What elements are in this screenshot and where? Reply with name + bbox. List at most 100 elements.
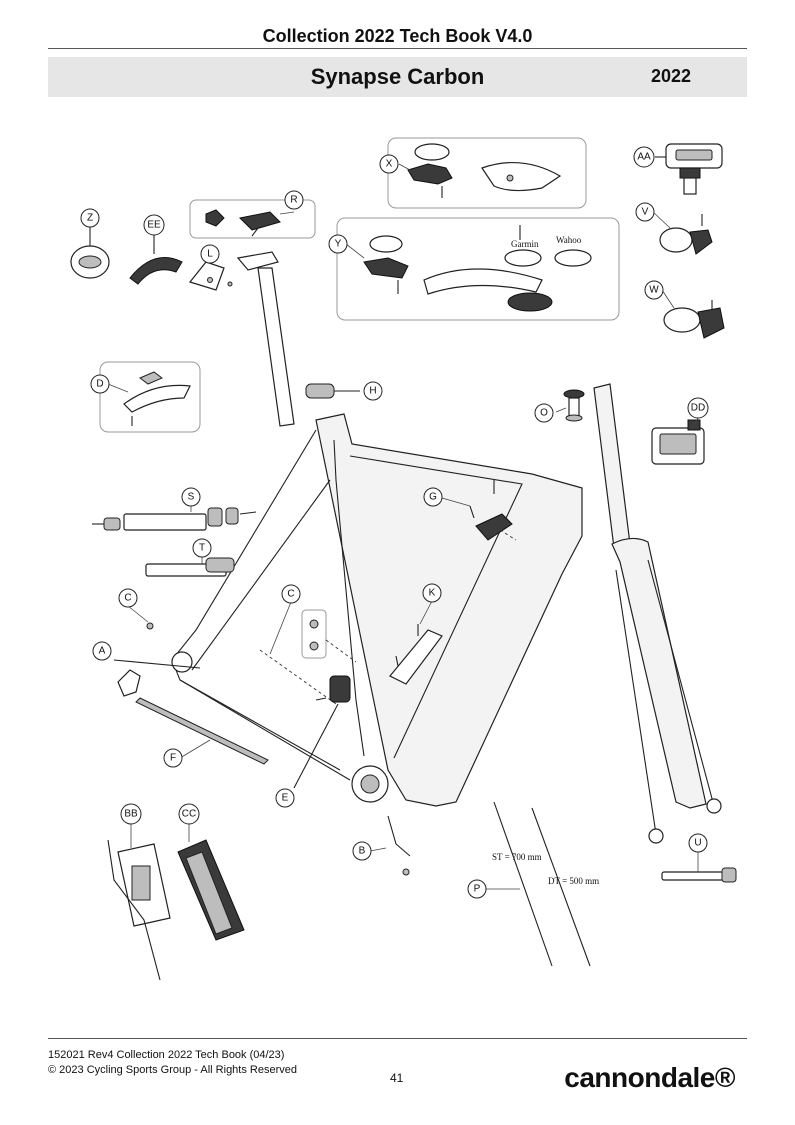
footer-copyright: © 2023 Cycling Sports Group - All Rights…: [48, 1064, 297, 1076]
group-box-d: [99, 361, 201, 433]
callout-y: Y: [328, 234, 348, 254]
svg-text:AA: AA: [637, 152, 651, 163]
callout-bb: BB: [120, 803, 142, 825]
svg-text:W: W: [649, 285, 659, 296]
svg-text:R: R: [290, 195, 297, 206]
part-l-bracket: [188, 261, 233, 291]
callout-t: T: [192, 538, 212, 558]
svg-text:S: S: [188, 492, 195, 503]
part-aa-light: [655, 143, 723, 195]
part-dd-mount: [651, 419, 705, 465]
frame-drawing: [171, 413, 583, 807]
dt-length-label: DT = 500 mm: [548, 876, 599, 886]
svg-text:F: F: [170, 753, 176, 764]
part-d-dropout: [123, 371, 191, 426]
footer-divider: [48, 1038, 747, 1039]
callout-z: Z: [80, 208, 100, 228]
svg-text:K: K: [429, 588, 436, 599]
svg-text:G: G: [429, 492, 437, 503]
callout-u: U: [688, 833, 708, 853]
part-b-guide: [387, 815, 411, 876]
part-h-plug: [305, 383, 360, 399]
callout-s: S: [181, 487, 201, 507]
leader-lines: [107, 163, 699, 890]
garmin-label: Garmin: [511, 239, 539, 249]
svg-text:U: U: [694, 838, 701, 849]
svg-text:Y: Y: [335, 239, 342, 250]
svg-text:C: C: [124, 593, 131, 604]
part-x-mount: [407, 143, 562, 198]
part-o-headset: [563, 389, 585, 422]
part-cc-battery: [177, 839, 245, 941]
part-y-outfront: Garmin Wahoo: [363, 225, 592, 312]
callout-cc: CC: [178, 803, 200, 825]
part-r-hardware: [205, 209, 281, 237]
callout-h: H: [363, 381, 383, 401]
svg-text:A: A: [99, 646, 106, 657]
svg-text:H: H: [369, 386, 376, 397]
callout-e: E: [275, 788, 295, 808]
brand-logo: cannondale®: [564, 1062, 735, 1093]
part-ee-mount: [129, 232, 183, 285]
header-divider: [48, 48, 747, 49]
st-length-label: ST = 700 mm: [492, 852, 542, 862]
svg-text:V: V: [642, 207, 649, 218]
part-e-cover: [293, 675, 351, 789]
footer-document-id: 152021 Rev4 Collection 2022 Tech Book (0…: [48, 1049, 285, 1061]
callout-x: X: [379, 154, 399, 174]
callout-r: R: [284, 190, 304, 210]
callout-ee: EE: [143, 214, 165, 236]
model-year: 2022: [650, 66, 691, 86]
fork-drawing: [593, 383, 722, 844]
svg-text:D: D: [96, 379, 103, 390]
wahoo-label: Wahoo: [556, 235, 582, 245]
callout-f: F: [163, 748, 183, 768]
callout-l: L: [200, 244, 220, 264]
callout-a: A: [92, 641, 112, 661]
document-title: Collection 2022 Tech Book V4.0: [262, 26, 533, 46]
svg-text:CC: CC: [182, 809, 196, 820]
group-box-r: [189, 199, 316, 239]
svg-text:DD: DD: [691, 403, 705, 414]
callout-c-left: C: [118, 588, 138, 608]
part-a-hanger: [113, 659, 201, 697]
callout-p: P: [467, 879, 487, 899]
svg-text:T: T: [199, 543, 205, 554]
svg-text:P: P: [474, 884, 481, 895]
callout-d: D: [90, 374, 110, 394]
svg-text:Z: Z: [87, 213, 93, 224]
page-number: 41: [390, 1071, 404, 1085]
callout-w: W: [644, 280, 664, 300]
callout-v: V: [635, 202, 655, 222]
callout-k: K: [422, 583, 442, 603]
part-g-port: [469, 480, 517, 541]
group-box-y: [336, 217, 620, 321]
part-z-cover: [70, 226, 110, 279]
svg-text:B: B: [359, 846, 366, 857]
svg-text:E: E: [282, 793, 289, 804]
part-w-clamp: [663, 300, 725, 339]
part-u-axle: [661, 867, 737, 883]
part-t-axle: [145, 557, 235, 577]
part-seatpost: [236, 251, 295, 427]
svg-text:BB: BB: [124, 809, 138, 820]
model-banner: Synapse Carbon 2022: [48, 57, 747, 97]
callout-dd: DD: [687, 397, 709, 419]
svg-text:C: C: [287, 589, 294, 600]
model-name: Synapse Carbon: [310, 64, 485, 89]
callout-c-frame: C: [281, 584, 301, 604]
part-c-hardware: [146, 609, 357, 663]
svg-text:O: O: [540, 408, 548, 419]
part-bb-battery-mount: [107, 839, 171, 981]
part-s-axle: [92, 507, 257, 531]
callout-aa: AA: [633, 146, 655, 168]
callout-b: B: [352, 841, 372, 861]
part-p-cables: ST = 700 mm DT = 500 mm: [492, 801, 599, 967]
part-v-clamp: [659, 214, 713, 255]
callout-o: O: [534, 403, 554, 423]
callout-g: G: [423, 487, 443, 507]
part-k-cover: [389, 624, 443, 685]
part-f-protector: [135, 697, 269, 765]
svg-text:EE: EE: [147, 220, 161, 231]
